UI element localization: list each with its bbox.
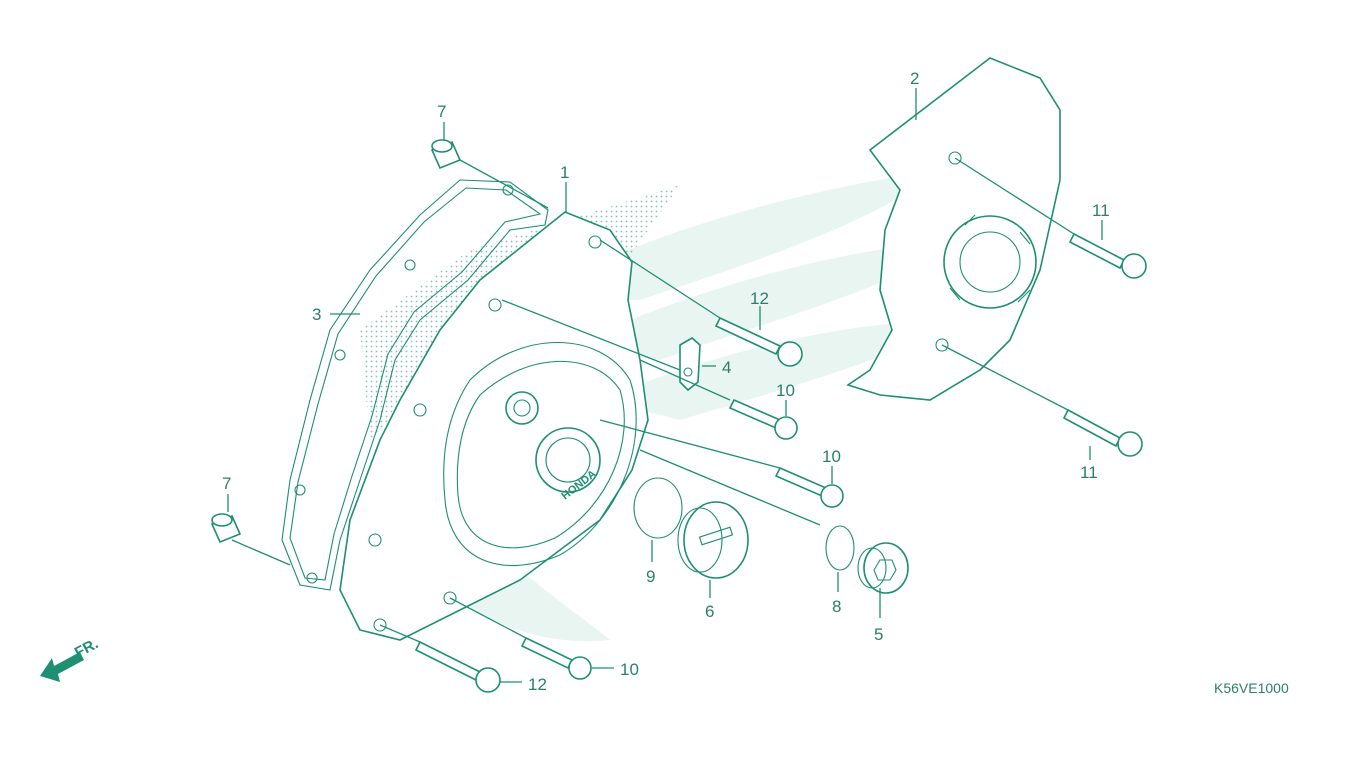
diagram-code: K56VE1000 [1214,680,1289,696]
leader-lines [227,88,1103,683]
callout-3: 3 [312,305,321,324]
front-direction-arrow-icon: FR. [40,635,101,682]
callout-11-lower: 11 [1080,463,1098,482]
callout-2: 2 [910,69,919,88]
plug-part-5 [857,542,909,594]
crankcase-cover-part-1: HONDA [339,211,649,641]
dowel-pin-part-7-upper [430,139,462,170]
callout-5: 5 [874,625,883,644]
clamp-part-4 [679,337,701,392]
callout-10-middle: 10 [822,447,841,466]
gasket-part-3 [281,179,549,591]
bolt-part-11-upper [1068,232,1147,279]
callout-12-upper: 12 [750,289,769,308]
callout-11-upper: 11 [1092,201,1110,220]
callout-7-upper: 7 [437,102,446,121]
bolt-part-10-middle [774,466,844,508]
bolt-part-10-upper [728,398,798,440]
bolt-part-12-upper [714,316,803,367]
callout-10-upper: 10 [776,381,795,400]
cover-part-2 [846,57,1061,401]
callout-9: 9 [646,567,655,586]
bolt-part-11-lower [1062,408,1143,457]
callout-12-lower: 12 [528,675,547,694]
o-ring-part-8 [825,525,855,571]
cap-part-6 [677,501,749,579]
callout-6: 6 [705,602,714,621]
callout-7-lower: 7 [222,474,231,493]
callout-8: 8 [832,597,841,616]
callout-1: 1 [560,163,569,182]
callout-4: 4 [722,358,731,377]
o-ring-part-9 [633,477,683,539]
bolt-part-10-lower [520,636,592,680]
bolt-part-12-lower [414,640,501,693]
callout-10-lower: 10 [620,660,639,679]
dowel-pin-part-7-lower [210,513,242,544]
